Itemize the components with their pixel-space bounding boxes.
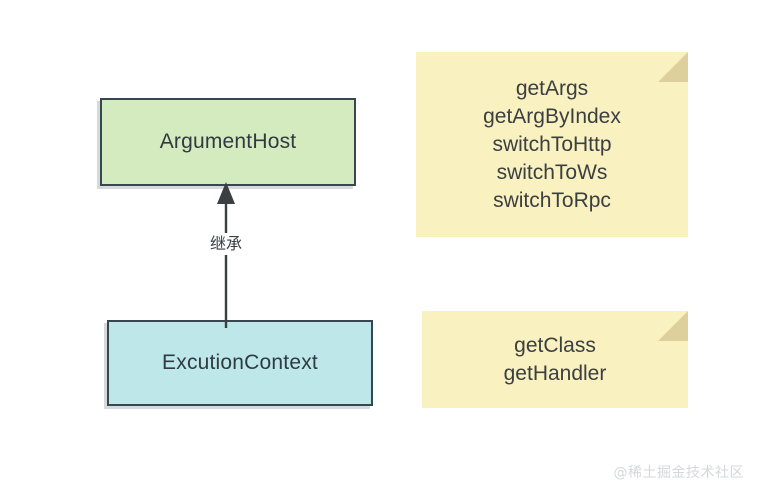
class-box-argument-host-label: ArgumentHost xyxy=(159,130,297,153)
inheritance-label: 继承 xyxy=(186,233,266,255)
class-box-argument-host[interactable]: ArgumentHost xyxy=(100,98,356,186)
note-line: switchToRpc xyxy=(493,188,611,212)
watermark: @稀土掘金技术社区 xyxy=(613,465,744,481)
note-fold-corner-icon xyxy=(658,52,688,82)
note-line: switchToHttp xyxy=(492,132,612,156)
note-line: getClass xyxy=(514,333,596,357)
note-line: getArgByIndex xyxy=(483,104,621,128)
note-line: switchToWs xyxy=(496,160,608,184)
class-box-excution-context[interactable]: ExcutionContext xyxy=(107,320,373,406)
note-line: getArgs xyxy=(515,76,589,100)
class-box-excution-context-label: ExcutionContext xyxy=(162,351,318,374)
note-line: getHandler xyxy=(503,361,607,385)
note-fold-corner-icon xyxy=(658,311,688,341)
note-excution-context-methods[interactable]: getClass getHandler xyxy=(422,311,688,408)
note-argument-host-methods[interactable]: getArgs getArgByIndex switchToHttp switc… xyxy=(416,52,688,237)
